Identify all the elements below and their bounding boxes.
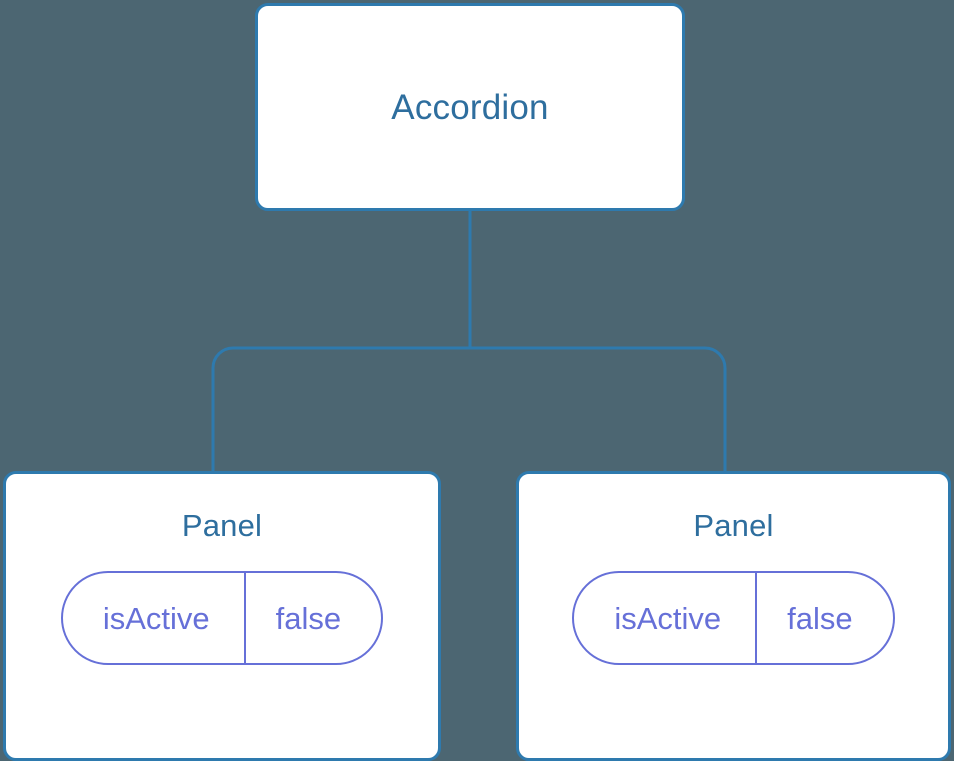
node-panel-left[interactable]: Panel isActive false: [3, 471, 441, 761]
node-accordion[interactable]: Accordion: [255, 3, 685, 211]
node-panel-right[interactable]: Panel isActive false: [516, 471, 951, 761]
connector-to-left-child: [211, 346, 470, 473]
prop-pill-left[interactable]: isActive false: [60, 571, 384, 665]
connector-to-right-child: [470, 346, 727, 473]
prop-pill-right[interactable]: isActive false: [572, 571, 895, 665]
node-panel-right-label: Panel: [693, 508, 774, 543]
node-accordion-label: Accordion: [391, 87, 549, 127]
prop-key-right: isActive: [574, 573, 758, 663]
diagram-canvas: Accordion Panel isActive false Panel isA…: [3, 3, 951, 761]
prop-value-right: false: [787, 600, 853, 636]
prop-key-left: isActive: [63, 573, 246, 663]
node-panel-left-label: Panel: [181, 508, 263, 543]
prop-value-left: false: [275, 600, 342, 636]
